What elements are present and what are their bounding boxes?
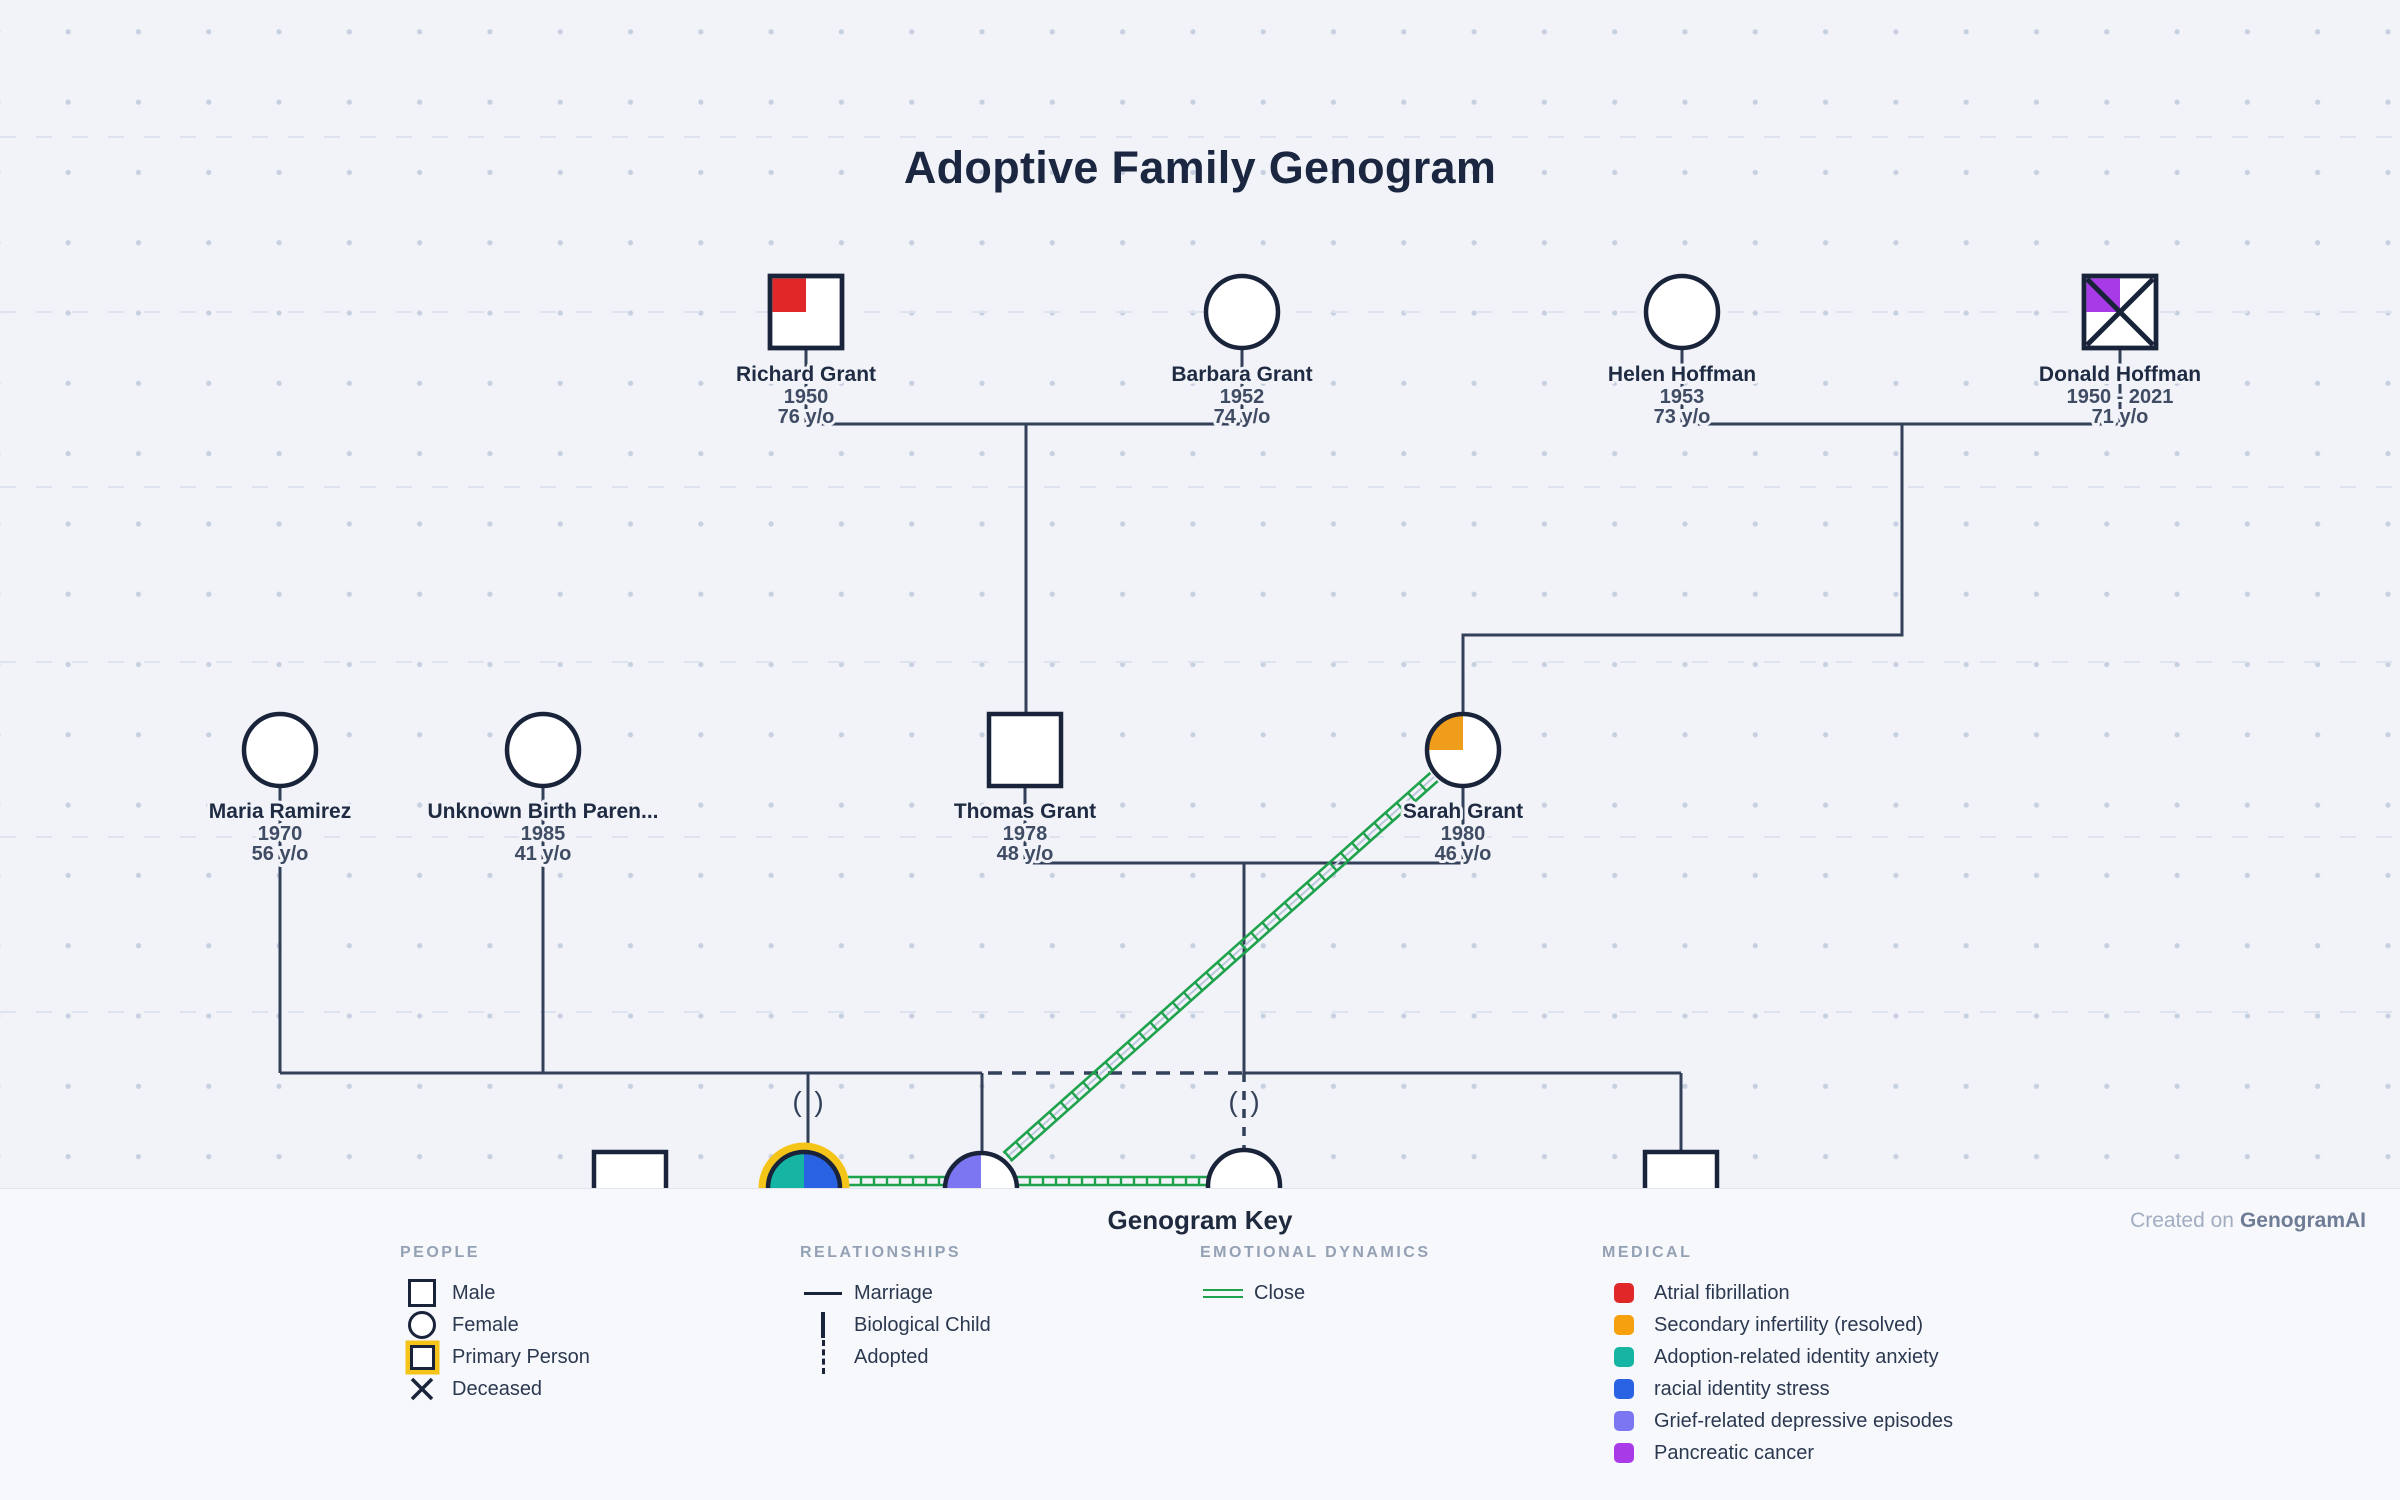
key-section-emotional: EMOTIONAL DYNAMICS Close xyxy=(1200,1245,1430,1309)
medical-color-chip xyxy=(1614,1443,1634,1463)
svg-text:73 y/o: 73 y/o xyxy=(1654,406,1711,428)
svg-text:48 y/o: 48 y/o xyxy=(997,843,1054,865)
key-section-people: PEOPLE Male Female Primary Person Deceas… xyxy=(400,1245,590,1405)
svg-text:76 y/o: 76 y/o xyxy=(778,406,835,428)
key-item-primary-person: Primary Person xyxy=(400,1341,590,1373)
svg-text:41 y/o: 41 y/o xyxy=(515,843,572,865)
close-double-line-icon xyxy=(1203,1288,1243,1298)
deceased-x-icon xyxy=(410,1377,434,1401)
svg-text:1953: 1953 xyxy=(1660,386,1705,408)
svg-text:(: ( xyxy=(792,1086,802,1117)
medical-color-chip xyxy=(1614,1283,1634,1303)
person-thomas-grant[interactable] xyxy=(986,711,1064,789)
svg-text:1950 - 2021: 1950 - 2021 xyxy=(2067,386,2174,408)
key-section-medical: MEDICAL Atrial fibrillation Secondary in… xyxy=(1602,1245,1953,1469)
svg-text:Barbara Grant: Barbara Grant xyxy=(1171,363,1312,386)
svg-text:Helen Hoffman: Helen Hoffman xyxy=(1608,363,1756,386)
key-item-atrial-fibrillation: Atrial fibrillation xyxy=(1602,1277,1953,1309)
key-title: Genogram Key xyxy=(1107,1205,1293,1235)
svg-text:1985: 1985 xyxy=(521,823,566,845)
medical-half-adoption-anxiety xyxy=(768,1152,804,1188)
svg-text:): ) xyxy=(1250,1086,1259,1117)
key-header-relationships: RELATIONSHIPS xyxy=(800,1244,962,1261)
key-header-emotional: EMOTIONAL DYNAMICS xyxy=(1200,1244,1431,1261)
key-item-adoption-identity-anxiety: Adoption-related identity anxiety xyxy=(1602,1341,1953,1373)
svg-text:Sarah Grant: Sarah Grant xyxy=(1403,800,1523,823)
person-sarah-grant[interactable] xyxy=(1424,711,1502,789)
svg-text:1950: 1950 xyxy=(784,386,829,408)
child-female-adopted[interactable] xyxy=(1205,1147,1283,1188)
page-title: Adoptive Family Genogram xyxy=(903,142,1497,193)
svg-text:Thomas Grant: Thomas Grant xyxy=(954,800,1096,823)
adopted-dashed-line-icon xyxy=(821,1340,825,1374)
watermark-brand: GenogramAI xyxy=(2239,1209,2366,1232)
medical-color-chip xyxy=(1614,1379,1634,1399)
svg-text:Unknown Birth Paren...: Unknown Birth Paren... xyxy=(427,800,658,823)
svg-text:56 y/o: 56 y/o xyxy=(252,843,309,865)
key-item-female: Female xyxy=(400,1309,590,1341)
child-primary-person[interactable] xyxy=(758,1142,850,1188)
person-maria-ramirez[interactable] xyxy=(241,711,319,789)
svg-text:1978: 1978 xyxy=(1003,823,1048,845)
key-item-grief-depressive: Grief-related depressive episodes xyxy=(1602,1405,1953,1437)
person-labels: Richard Grant 1950 76 y/o Barbara Grant … xyxy=(206,360,2204,868)
marriage-line-icon xyxy=(804,1291,842,1295)
medical-color-chip xyxy=(1614,1315,1634,1335)
medical-half-grief-depressive xyxy=(945,1153,981,1188)
biological-child-line-icon xyxy=(821,1312,825,1338)
watermark-prefix: Created on xyxy=(2130,1209,2234,1232)
svg-text:1970: 1970 xyxy=(258,823,303,845)
svg-text:Richard Grant: Richard Grant xyxy=(736,363,876,386)
key-item-deceased: Deceased xyxy=(400,1373,590,1405)
key-header-people: PEOPLE xyxy=(400,1244,480,1261)
person-richard-grant[interactable] xyxy=(767,273,845,351)
medical-quadrant-secondary-infertility xyxy=(1427,714,1463,750)
child-male-right[interactable] xyxy=(1642,1149,1720,1188)
key-item-male: Male xyxy=(400,1277,590,1309)
svg-text:Donald Hoffman: Donald Hoffman xyxy=(2039,363,2201,386)
key-item-biological-child: Biological Child xyxy=(800,1309,991,1341)
close-relationship-lines xyxy=(848,771,1439,1187)
svg-text:Maria Ramirez: Maria Ramirez xyxy=(209,800,351,823)
svg-text:74 y/o: 74 y/o xyxy=(1214,406,1271,428)
key-item-pancreatic-cancer: Pancreatic cancer xyxy=(1602,1437,1953,1469)
genogram-diagram: ( ) ( ) Richard Grant 1950 76 y/o Barbar… xyxy=(0,136,2400,1188)
child-drop-sarah xyxy=(1461,424,1904,714)
svg-text:): ) xyxy=(814,1086,823,1117)
relationship-lines xyxy=(278,348,2122,1153)
male-square-icon xyxy=(408,1279,436,1307)
deceased-x-icon xyxy=(2085,277,2155,347)
key-item-racial-identity-stress: racial identity stress xyxy=(1602,1373,1953,1405)
medical-half-racial-identity-stress xyxy=(804,1152,840,1188)
medical-color-chip xyxy=(1614,1347,1634,1367)
primary-person-icon xyxy=(409,1344,435,1370)
svg-text:(: ( xyxy=(1228,1086,1238,1117)
person-barbara-grant[interactable] xyxy=(1203,273,1281,351)
child-male-left[interactable] xyxy=(591,1149,669,1188)
grid-dashed-lines xyxy=(0,136,2400,1013)
key-item-marriage: Marriage xyxy=(800,1277,991,1309)
person-helen-hoffman[interactable] xyxy=(1643,273,1721,351)
child-female-indigo[interactable] xyxy=(942,1150,1020,1188)
primary-person-ring xyxy=(758,1142,850,1188)
svg-text:71 y/o: 71 y/o xyxy=(2092,406,2149,428)
key-item-adopted: Adopted xyxy=(800,1340,991,1374)
key-item-close: Close xyxy=(1200,1277,1430,1309)
key-header-medical: MEDICAL xyxy=(1602,1244,1693,1261)
genogram-canvas[interactable]: Adoptive Family Genogram xyxy=(0,0,2400,1188)
svg-text:1952: 1952 xyxy=(1220,386,1265,408)
person-donald-hoffman[interactable] xyxy=(2081,273,2159,351)
adoption-marks: ( ) ( ) xyxy=(790,1084,1261,1119)
medical-quadrant-atrial-fibrillation xyxy=(772,278,806,312)
person-unknown-birth-parent[interactable] xyxy=(504,711,582,789)
svg-text:46 y/o: 46 y/o xyxy=(1435,843,1492,865)
medical-color-chip xyxy=(1614,1411,1634,1431)
key-section-relationships: RELATIONSHIPS Marriage Biological Child … xyxy=(800,1244,991,1374)
female-circle-icon xyxy=(408,1311,436,1339)
svg-text:1980: 1980 xyxy=(1441,823,1486,845)
key-item-secondary-infertility: Secondary infertility (resolved) xyxy=(1602,1309,1953,1341)
